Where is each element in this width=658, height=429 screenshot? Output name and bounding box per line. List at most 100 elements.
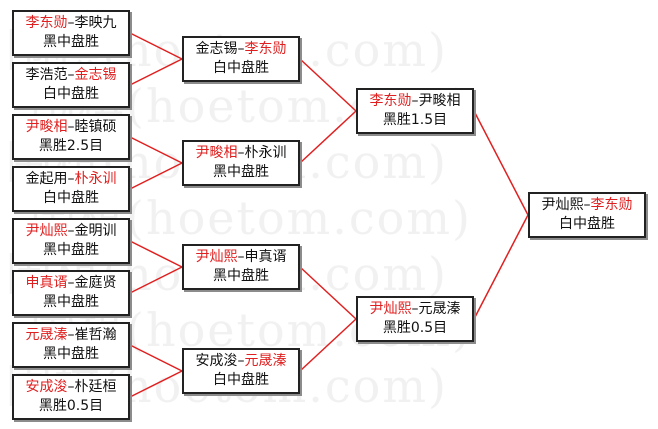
match-result: 黑中盘胜: [213, 268, 269, 284]
match-players: 尹灿熙–申真谞: [196, 248, 287, 267]
vs-separator: –: [67, 327, 75, 343]
match-result: 白中盘胜: [213, 372, 269, 388]
player-name: 安成浚: [195, 353, 238, 369]
vs-separator: –: [67, 15, 75, 31]
player-name: 朴永训: [74, 171, 117, 187]
player-name: 朴廷桓: [74, 379, 117, 395]
match-players: 尹畯相–朴永训: [196, 144, 287, 163]
vs-separator: –: [237, 353, 245, 369]
player-name: 尹灿熙: [541, 197, 584, 213]
connector-line: [129, 136, 183, 164]
match-result: 白中盘胜: [559, 216, 615, 232]
player-name: 申真谞: [25, 275, 68, 291]
player-name: 金志锡: [195, 41, 238, 57]
match-result: 黑胜0.5目: [38, 398, 104, 414]
match-players: 元晟溱–崔哲瀚: [26, 326, 117, 345]
vs-separator: –: [67, 223, 75, 239]
match-players: 安成浚–朴廷桓: [26, 378, 117, 397]
player-name: 金明训: [74, 223, 117, 239]
connector-line: [129, 240, 183, 268]
match-players: 安成浚–元晟溱: [196, 352, 287, 371]
connector-line: [129, 58, 183, 86]
match-players: 李东勋–尹畯相: [370, 92, 461, 111]
match-players: 金志锡–李东勋: [196, 40, 287, 59]
match-box-r3-1: 李东勋–尹畯相黑胜1.5目: [356, 88, 474, 134]
player-name: 尹灿熙: [25, 223, 68, 239]
match-players: 申真谞–金庭贤: [26, 274, 117, 293]
match-box-r1-3: 尹畯相–睦镇硕黑胜2.5目: [12, 114, 130, 160]
vs-separator: –: [67, 67, 75, 83]
match-result: 黑胜2.5目: [38, 138, 104, 154]
player-name: 尹畯相: [418, 93, 461, 109]
connector-line: [129, 266, 183, 294]
match-players: 金起用–朴永训: [26, 170, 117, 189]
player-name: 金志锡: [74, 67, 117, 83]
connector-line: [129, 344, 183, 372]
player-name: 元晟溱: [25, 327, 68, 343]
player-name: 李浩范: [25, 67, 68, 83]
match-box-final-1: 尹灿熙–李东勋白中盘胜: [528, 192, 646, 238]
connector-line: [299, 110, 357, 164]
connector-line: [299, 58, 357, 112]
match-box-r1-2: 李浩范–金志锡白中盘胜: [12, 62, 130, 108]
player-name: 崔哲瀚: [74, 327, 117, 343]
vs-separator: –: [411, 301, 419, 317]
match-box-r1-8: 安成浚–朴廷桓黑胜0.5目: [12, 374, 130, 420]
match-result: 白中盘胜: [43, 86, 99, 102]
match-box-r2-3: 尹灿熙–申真谞黑中盘胜: [182, 244, 300, 290]
player-name: 尹畯相: [195, 145, 238, 161]
player-name: 尹灿熙: [369, 301, 412, 317]
vs-separator: –: [237, 41, 245, 57]
match-box-r1-7: 元晟溱–崔哲瀚黑中盘胜: [12, 322, 130, 368]
match-players: 李东勋–李映九: [26, 14, 117, 33]
match-result: 黑中盘胜: [43, 294, 99, 310]
match-box-r3-2: 尹灿熙–元晟溱黑胜0.5目: [356, 296, 474, 342]
match-players: 尹畯相–睦镇硕: [26, 118, 117, 137]
match-box-r1-4: 金起用–朴永训白中盘胜: [12, 166, 130, 212]
match-result: 黑中盘胜: [43, 242, 99, 258]
match-result: 黑中盘胜: [43, 34, 99, 50]
vs-separator: –: [67, 275, 75, 291]
match-result: 黑中盘胜: [43, 346, 99, 362]
vs-separator: –: [583, 197, 591, 213]
match-box-r1-6: 申真谞–金庭贤黑中盘胜: [12, 270, 130, 316]
match-box-r2-2: 尹畯相–朴永训黑中盘胜: [182, 140, 300, 186]
connector-line: [473, 110, 529, 216]
match-players: 尹灿熙–元晟溱: [370, 300, 461, 319]
connector-line: [129, 370, 183, 398]
match-result: 黑胜0.5目: [382, 320, 448, 336]
player-name: 安成浚: [25, 379, 68, 395]
player-name: 尹畯相: [25, 119, 68, 135]
match-box-r1-5: 尹灿熙–金明训黑中盘胜: [12, 218, 130, 264]
player-name: 李映九: [74, 15, 117, 31]
match-result: 白中盘胜: [213, 60, 269, 76]
match-players: 李浩范–金志锡: [26, 66, 117, 85]
match-result: 白中盘胜: [43, 190, 99, 206]
player-name: 金庭贤: [74, 275, 117, 291]
vs-separator: –: [237, 145, 245, 161]
connector-line: [473, 214, 529, 320]
vs-separator: –: [67, 171, 75, 187]
vs-separator: –: [411, 93, 419, 109]
player-name: 李东勋: [244, 41, 287, 57]
match-result: 黑中盘胜: [213, 164, 269, 180]
player-name: 睦镇硕: [74, 119, 117, 135]
connector-line: [129, 162, 183, 190]
match-box-r2-4: 安成浚–元晟溱白中盘胜: [182, 348, 300, 394]
vs-separator: –: [237, 249, 245, 265]
match-players: 尹灿熙–李东勋: [542, 196, 633, 215]
player-name: 李东勋: [590, 197, 633, 213]
match-result: 黑胜1.5目: [382, 112, 448, 128]
match-players: 尹灿熙–金明训: [26, 222, 117, 241]
player-name: 元晟溱: [418, 301, 461, 317]
player-name: 尹灿熙: [195, 249, 238, 265]
player-name: 朴永训: [244, 145, 287, 161]
connector-line: [129, 32, 183, 60]
match-box-r2-1: 金志锡–李东勋白中盘胜: [182, 36, 300, 82]
connector-line: [299, 318, 357, 372]
vs-separator: –: [67, 119, 75, 135]
player-name: 李东勋: [369, 93, 412, 109]
connector-line: [299, 266, 357, 320]
